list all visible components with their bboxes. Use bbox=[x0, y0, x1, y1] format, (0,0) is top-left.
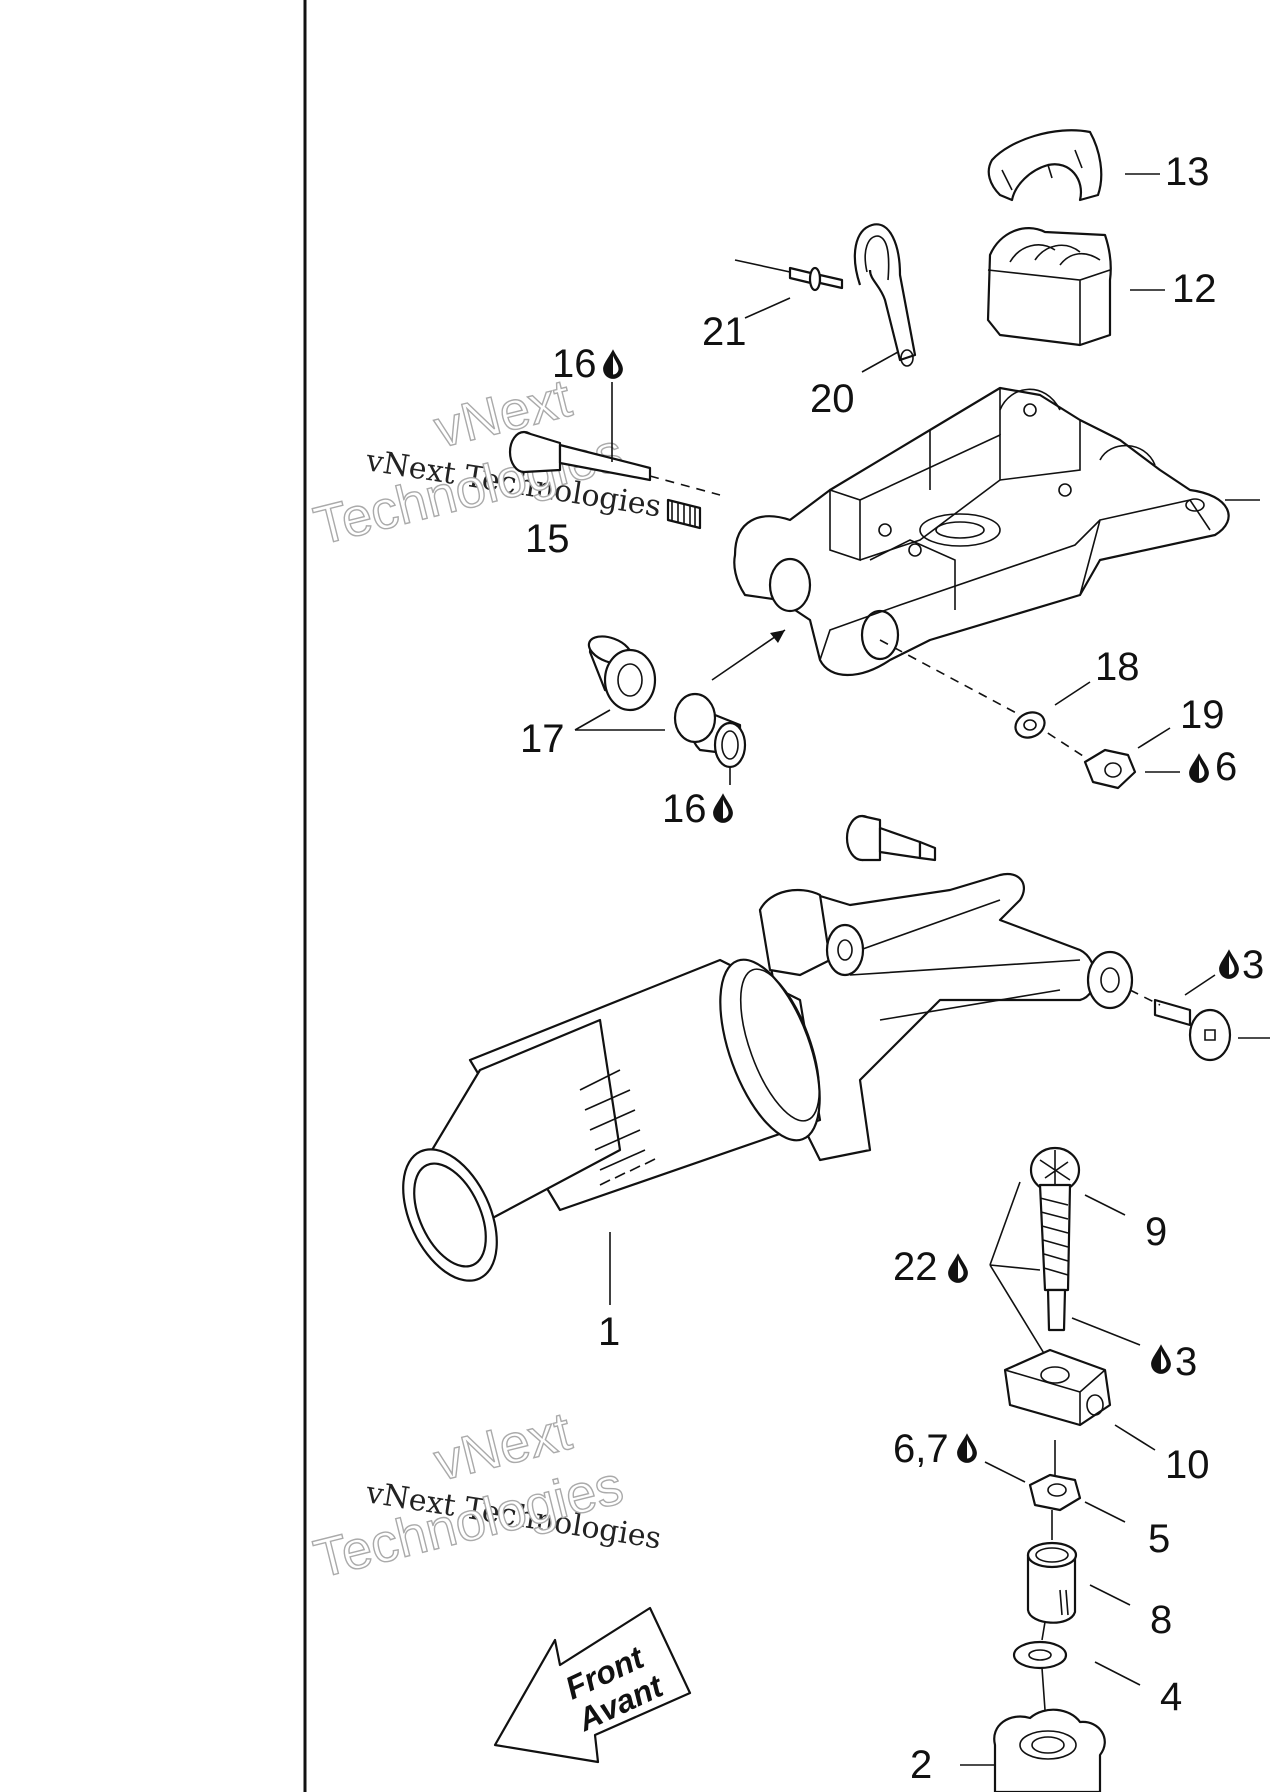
label-4: 4 bbox=[1160, 1675, 1182, 1719]
label-16-top: 16 bbox=[552, 342, 597, 386]
label-6-nut: 6 bbox=[1215, 745, 1237, 789]
part-10-block bbox=[1003, 1348, 1112, 1427]
label-16-bottom: 16 bbox=[662, 787, 707, 831]
part-18-washer bbox=[1014, 711, 1046, 739]
part-5-nut bbox=[1028, 1473, 1082, 1512]
label-13: 13 bbox=[1165, 150, 1210, 194]
label-21: 21 bbox=[702, 310, 747, 354]
drop-icon bbox=[948, 1253, 968, 1283]
label-19: 19 bbox=[1180, 693, 1225, 737]
part-pivot-pin bbox=[845, 814, 937, 862]
drop-icon bbox=[957, 1433, 977, 1463]
part-16-bolt bbox=[508, 430, 721, 496]
drop-icon bbox=[713, 793, 733, 823]
label-5: 5 bbox=[1148, 1517, 1170, 1561]
part-15-spring bbox=[666, 498, 702, 530]
drop-icon bbox=[1189, 753, 1209, 783]
drop-icon bbox=[1219, 949, 1239, 979]
label-15: 15 bbox=[525, 517, 570, 561]
label-12: 12 bbox=[1172, 267, 1217, 311]
part-1-steering-tube bbox=[402, 872, 1134, 1282]
label-22: 22 bbox=[893, 1245, 938, 1289]
part-3-shoulder-bolt bbox=[1153, 998, 1232, 1062]
label-20: 20 bbox=[810, 377, 855, 421]
part-13-half-bushing bbox=[987, 129, 1103, 202]
part-2-knob bbox=[993, 1708, 1106, 1792]
label-3-right: 3 bbox=[1242, 943, 1264, 987]
label-8: 8 bbox=[1150, 1598, 1172, 1642]
label-17: 17 bbox=[520, 717, 565, 761]
part-swivel-bracket bbox=[733, 386, 1230, 677]
label-9: 9 bbox=[1145, 1210, 1167, 1254]
watermark-bottom-big: vNext Technologies bbox=[308, 1400, 630, 1590]
label-6-7: 6,7 bbox=[893, 1427, 949, 1471]
part-20-cable-clip bbox=[853, 223, 917, 367]
label-10: 10 bbox=[1165, 1443, 1210, 1487]
front-direction-arrow: Front Avant bbox=[493, 1606, 692, 1764]
part-9-adjustment-screw bbox=[1029, 1146, 1081, 1332]
drop-icon bbox=[1151, 1344, 1171, 1374]
part-19-nut bbox=[1083, 748, 1137, 790]
part-4-washer bbox=[1012, 1640, 1068, 1670]
label-3-lower: 3 bbox=[1175, 1340, 1197, 1384]
drop-icon bbox=[603, 349, 623, 379]
label-2: 2 bbox=[910, 1743, 932, 1787]
assembly-arrowhead bbox=[770, 630, 785, 643]
part-21-rivet bbox=[734, 259, 844, 292]
label-18: 18 bbox=[1095, 645, 1140, 689]
part-17-bushings bbox=[587, 635, 747, 769]
part-8-sleeve bbox=[1026, 1541, 1078, 1624]
part-12-clamp-block bbox=[986, 227, 1112, 347]
label-1: 1 bbox=[598, 1310, 620, 1354]
